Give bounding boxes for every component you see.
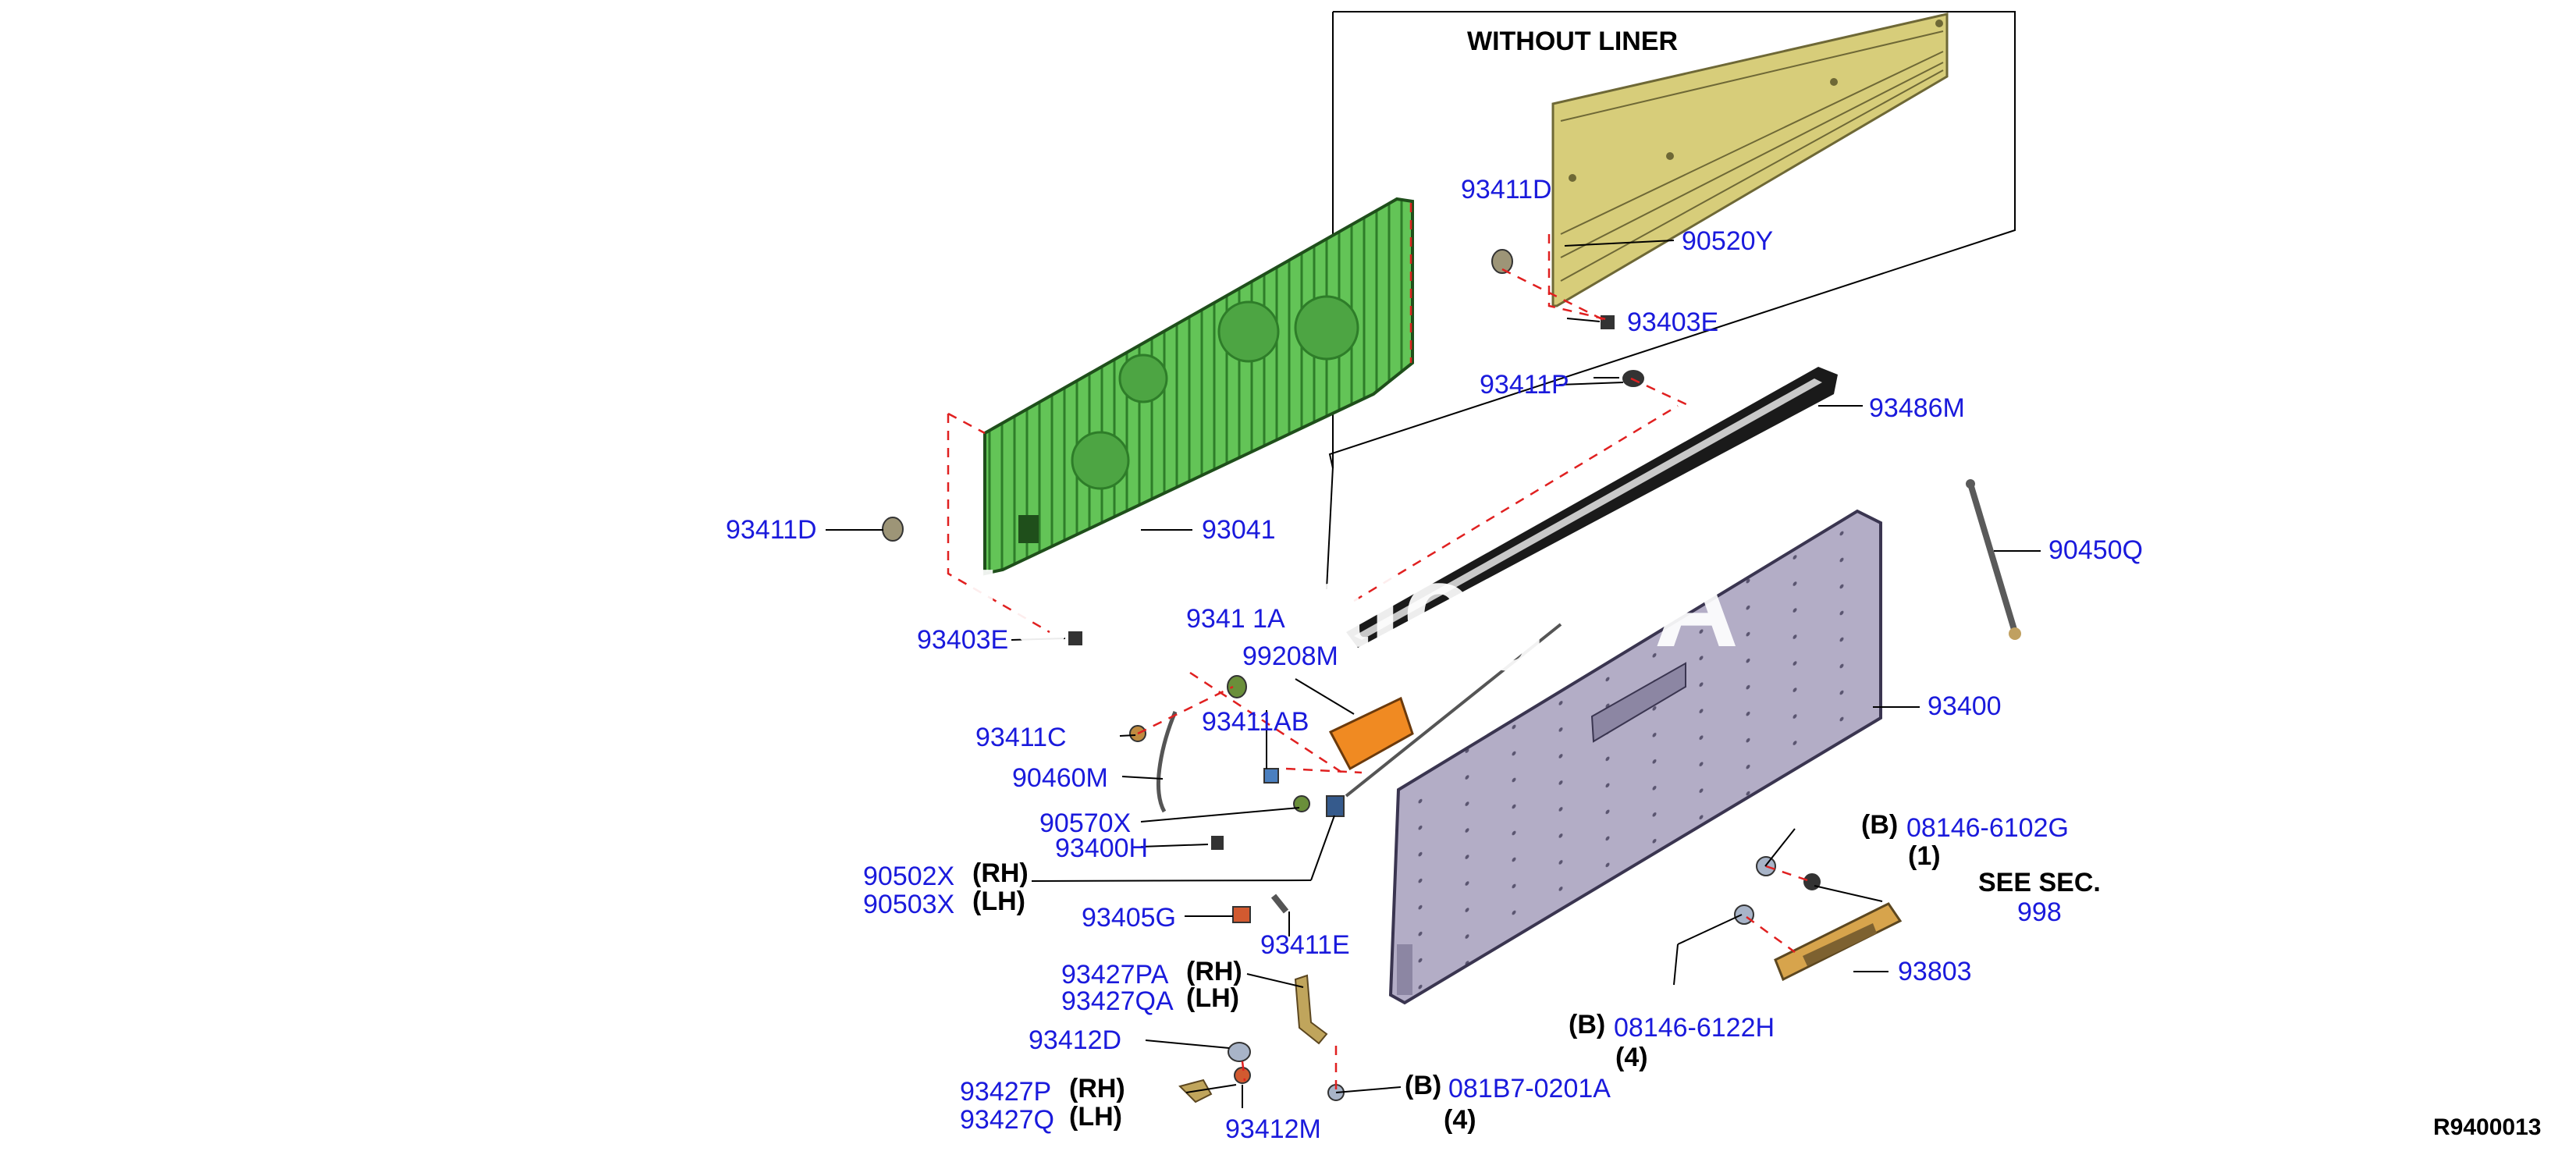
tailgate-93400 bbox=[1388, 509, 1882, 1005]
top-cap-93486m bbox=[1346, 367, 1838, 648]
label-93411p: 93411P bbox=[1480, 370, 1569, 400]
label-93411c: 93411C bbox=[975, 723, 1067, 752]
tailgate-board-90520y bbox=[1551, 12, 1949, 307]
note-08146-6122h-qty: (4) bbox=[1615, 1043, 1648, 1072]
label-93803: 93803 bbox=[1898, 957, 1972, 986]
label-90502x: 90502X bbox=[863, 862, 955, 891]
note-see-sec: SEE SEC. bbox=[1978, 868, 2101, 897]
note-90502x-rh: (RH) bbox=[972, 858, 1029, 888]
label-93412d: 93412D bbox=[1029, 1025, 1122, 1055]
label-93411d-left: 93411D bbox=[726, 515, 817, 545]
note-93427pa-rh: (RH) bbox=[1186, 957, 1242, 986]
cable-90460m bbox=[1157, 711, 1178, 813]
label-93411d-right: 93411D bbox=[1461, 175, 1552, 204]
label-93411e: 93411E bbox=[1260, 930, 1350, 960]
label-93427q: 93427Q bbox=[960, 1105, 1054, 1135]
label-93403e-left: 93403E bbox=[917, 625, 1009, 655]
note-93427p-rh: (RH) bbox=[1069, 1074, 1125, 1103]
label-93427pa: 93427PA bbox=[1061, 960, 1169, 990]
label-93403e-right: 93403E bbox=[1627, 307, 1719, 337]
note-93427qa-lh: (LH) bbox=[1186, 983, 1239, 1013]
handle-93803 bbox=[1774, 902, 1903, 982]
note-93427q-lh: (LH) bbox=[1069, 1102, 1122, 1132]
hinge-93427pa bbox=[1294, 974, 1328, 1045]
label-93486m: 93486M bbox=[1869, 393, 1965, 423]
label-90460m: 90460M bbox=[1012, 763, 1108, 793]
tailgate-liner-93041 bbox=[983, 197, 1414, 576]
note-90503x-lh: (LH) bbox=[972, 887, 1025, 916]
watermark-text: tс Catalog PA bbox=[968, 540, 1741, 671]
label-93411a: 9341 1A bbox=[1186, 604, 1285, 634]
note-08146-6102g-b: (B) bbox=[1861, 810, 1899, 840]
label-93041: 93041 bbox=[1202, 515, 1276, 545]
inset-title: WITHOUT LINER bbox=[1467, 27, 1679, 56]
label-93405g: 93405G bbox=[1082, 903, 1176, 933]
note-08146-6122h-b: (B) bbox=[1569, 1010, 1606, 1039]
label-93427qa: 93427QA bbox=[1061, 986, 1174, 1016]
note-08146-6102g-qty: (1) bbox=[1908, 841, 1941, 871]
label-08146-6122h: 08146-6122H bbox=[1614, 1013, 1775, 1043]
figure-code: R9400013 bbox=[2433, 1114, 2542, 1140]
label-93400: 93400 bbox=[1928, 691, 2002, 721]
label-90520y: 90520Y bbox=[1682, 226, 1774, 256]
note-081b7-b: (B) bbox=[1405, 1071, 1442, 1100]
label-90503x: 90503X bbox=[863, 890, 955, 919]
label-93412m: 93412M bbox=[1225, 1114, 1321, 1144]
note-081b7-qty: (4) bbox=[1444, 1105, 1476, 1135]
label-90570x: 90570X bbox=[1039, 808, 1132, 838]
label-081b7-0201a: 081B7-0201A bbox=[1448, 1074, 1611, 1103]
label-93411ab: 93411AB bbox=[1202, 707, 1309, 737]
label-90450q: 90450Q bbox=[2048, 535, 2143, 565]
label-93427p: 93427P bbox=[960, 1077, 1052, 1107]
label-998[interactable]: 998 bbox=[2017, 897, 2062, 927]
label-99208m: 99208M bbox=[1242, 641, 1338, 671]
leader-lines bbox=[826, 240, 2041, 1108]
support-strut-90450q bbox=[1966, 479, 2021, 640]
label-93400h: 93400H bbox=[1055, 833, 1149, 863]
pad-99208m bbox=[1328, 696, 1414, 771]
label-08146-6102g: 08146-6102G bbox=[1906, 813, 2069, 843]
